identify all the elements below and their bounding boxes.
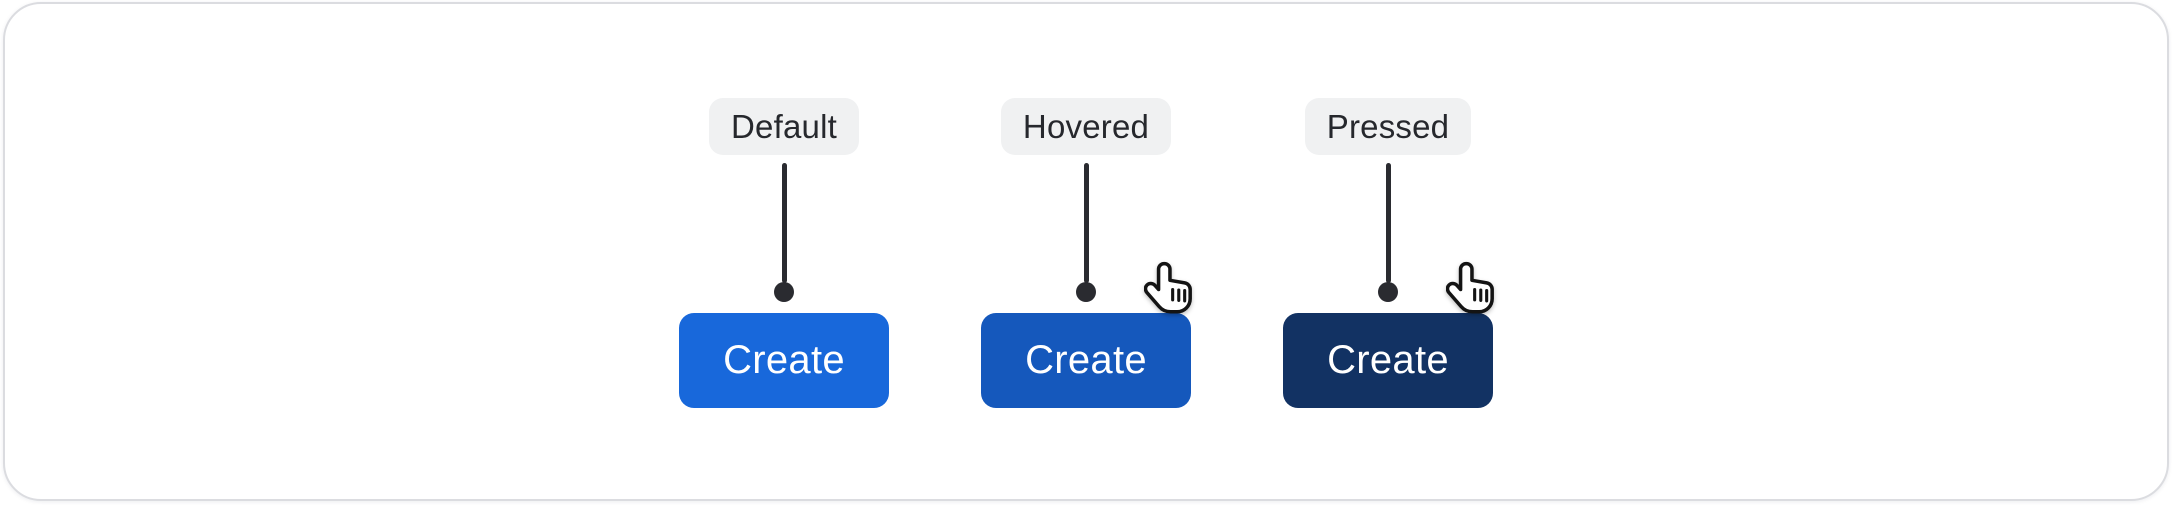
connector-dot [1076, 282, 1096, 302]
states-card: Default Create Hovered Create Pressed Cr… [3, 2, 2169, 501]
state-label-hovered: Hovered [1000, 98, 1172, 155]
connector-dot [1378, 282, 1398, 302]
connector-line [1385, 163, 1391, 283]
connector-dot [774, 282, 794, 302]
state-label-pressed: Pressed [1304, 98, 1472, 155]
state-label-default: Default [709, 98, 859, 155]
create-button-pressed[interactable]: Create [1283, 313, 1493, 408]
state-column-pressed: Pressed Create [1283, 98, 1494, 408]
state-column-hovered: Hovered Create [981, 98, 1192, 408]
pointer-hand-cursor-icon [1144, 261, 1192, 314]
state-column-default: Default Create [679, 98, 889, 408]
button-states-row: Default Create Hovered Create Pressed Cr… [5, 4, 2167, 408]
connector-line [781, 163, 787, 283]
pointer-hand-cursor-icon [1446, 261, 1494, 314]
create-button-hovered[interactable]: Create [981, 313, 1191, 408]
connector-line [1083, 163, 1089, 283]
create-button-default[interactable]: Create [679, 313, 889, 408]
